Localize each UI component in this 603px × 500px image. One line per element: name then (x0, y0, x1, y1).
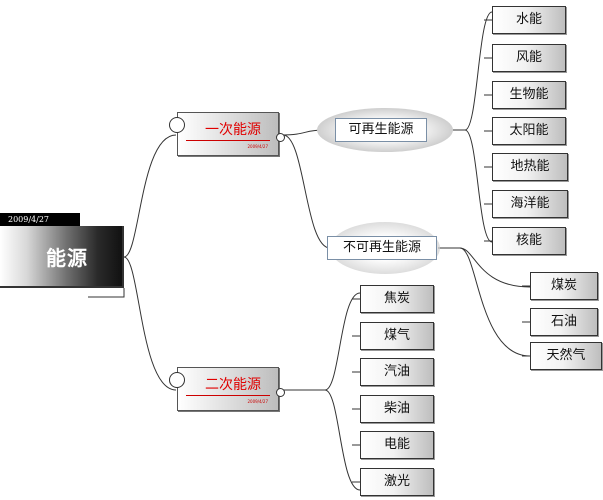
primary-collapse-handle[interactable] (169, 117, 185, 133)
primary-energy-underline (186, 140, 270, 141)
primary-energy-node[interactable]: 一次能源 2009/4/27 (177, 112, 279, 156)
secondary-energy-date: 2009/4/27 (247, 399, 268, 404)
renewable-item[interactable]: 太阳能 (492, 117, 566, 145)
nonrenewable-item[interactable]: 石油 (530, 308, 598, 336)
renewable-item[interactable]: 海洋能 (492, 190, 568, 218)
renewable-item[interactable]: 生物能 (492, 81, 566, 109)
nonrenewable-item[interactable]: 煤炭 (530, 272, 598, 300)
root-date: 2009/4/27 (0, 213, 80, 226)
secondary-item[interactable]: 焦炭 (360, 285, 434, 313)
secondary-energy-node[interactable]: 二次能源 2009/4/27 (177, 367, 279, 411)
secondary-expand-handle[interactable] (276, 388, 285, 397)
primary-expand-handle[interactable] (276, 133, 285, 142)
renewable-item[interactable]: 水能 (492, 6, 566, 34)
secondary-item[interactable]: 激光 (360, 468, 434, 496)
primary-energy-date: 2009/4/27 (247, 144, 268, 149)
primary-energy-label: 一次能源 (205, 122, 261, 138)
nonrenewable-node[interactable]: 不可再生能源 (327, 236, 437, 260)
renewable-node[interactable]: 可再生能源 (335, 118, 427, 142)
secondary-item[interactable]: 煤气 (360, 322, 434, 350)
secondary-energy-label: 二次能源 (205, 377, 261, 393)
secondary-item[interactable]: 汽油 (360, 358, 434, 386)
secondary-energy-underline (186, 395, 270, 396)
secondary-collapse-handle[interactable] (169, 372, 185, 388)
nonrenewable-item[interactable]: 天然气 (530, 342, 602, 370)
secondary-item[interactable]: 电能 (360, 431, 434, 459)
renewable-item[interactable]: 核能 (492, 227, 566, 255)
root-node[interactable]: 能源 (0, 226, 124, 288)
renewable-item[interactable]: 地热能 (492, 153, 568, 181)
renewable-item[interactable]: 风能 (492, 44, 566, 72)
secondary-item[interactable]: 柴油 (360, 395, 434, 423)
